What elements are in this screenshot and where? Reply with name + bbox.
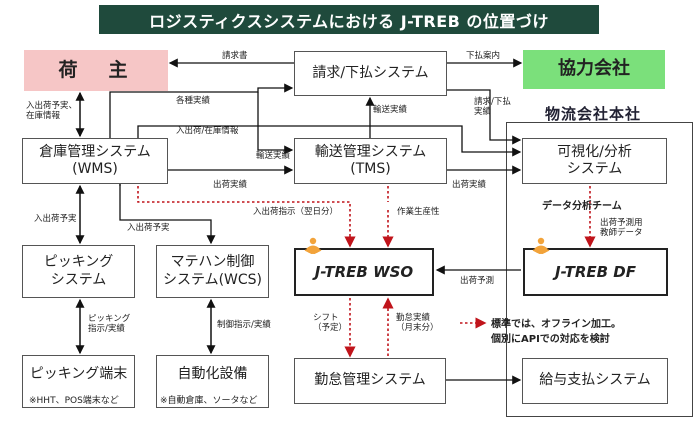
edge-label-ship-results-b: 出荷実績 [452,180,487,190]
edge-label-inout-stock: 入出荷/在庫情報 [176,126,239,136]
wso-box[interactable]: J-TREB WSO [294,248,434,296]
partner-label: 協力会社 [558,58,630,80]
edge-label-picking-instr: ピッキング 指示/実績 [88,314,131,335]
team-icon [304,237,322,254]
df-box[interactable]: J-TREB DF [523,248,668,296]
attendance-box[interactable]: 勤怠管理システム [294,358,446,404]
automation-label: 自動化設備 [177,366,248,382]
wms-box[interactable]: 倉庫管理システム (WMS) [22,138,168,184]
automation-note: ※自動倉庫、ソータなど [160,396,258,406]
shipper-label: 荷 主 [58,58,134,81]
shipper-box[interactable]: 荷 主 [24,50,168,91]
picking-system-label: ピッキング システム [43,254,114,288]
picking-terminal-note: ※HHT、POS端末など [29,396,119,406]
edge-label-productivity: 作業生産性 [397,207,440,217]
wcs-label: マテハン制御 システム(WCS) [162,254,262,288]
attendance-label: 勤怠管理システム [314,372,426,389]
wms-label: 倉庫管理システム (WMS) [39,143,151,178]
picking-terminal-box[interactable]: ピッキング端末 [22,355,135,408]
page-title: ロジスティクスシステムにおける J-TREB の位置づけ [99,5,599,34]
df-label: J-TREB DF [555,262,636,281]
edge-label-inout-plan-b: 入出荷予実 [127,223,170,233]
edge-label-attendance-results: 勤怠実績 （月末分） [396,313,439,334]
wcs-box[interactable]: マテハン制御 システム(WCS) [156,245,269,298]
wso-label: J-TREB WSO [314,262,414,281]
edge-label-ship-instruction: 入出荷指示（翌日分） [253,207,339,217]
edge-label-payment-notice: 下払案内 [466,51,501,61]
automation-box[interactable]: 自動化設備 [156,355,269,408]
edge-label-shift: シフト （予定） [313,313,348,334]
billing-system-label: 請求/下払システム [312,64,429,81]
edge-label-inout-plan-a: 入出荷予実 [34,214,77,224]
picking-system-box[interactable]: ピッキング システム [22,245,135,298]
edge-label-control-instr: 制御指示/実績 [217,320,271,330]
visualization-box[interactable]: 可視化/分析 システム [522,138,667,184]
billing-system-box[interactable]: 請求/下払システム [294,51,447,96]
data-team-note: データ分析チーム [542,201,622,212]
edge-label-billing-visual: 請求/下払 実績 [474,97,511,118]
edge-label-forecast-teacher: 出荷予測用 教師データ [600,218,643,239]
picking-terminal-label: ピッキング端末 [29,366,128,382]
tms-label: 輸送管理システム (TMS) [314,143,427,178]
tms-box[interactable]: 輸送管理システム (TMS) [294,138,447,184]
payroll-label: 給与支払システム [539,372,651,389]
visualization-label: 可視化/分析 システム [557,143,632,178]
edge-label-invoice: 請求書 [222,51,248,61]
edge-label-ship-results-a: 出荷実績 [213,180,248,190]
hq-label: 物流会社本社 [545,105,642,123]
offline-legend: 標準では、オフライン加工。 個別にAPIでの対応を検討 [491,319,621,345]
team-icon-df [532,237,550,254]
edge-label-ship-forecast: 出荷予測 [460,276,495,286]
edge-label-transport-results-b: 輸送実績 [256,151,291,161]
edge-label-various-results: 各種実績 [176,96,211,106]
edge-label-shipper-wms: 入出荷予実、 在庫情報 [26,101,78,122]
payroll-box[interactable]: 給与支払システム [522,358,668,404]
partner-box[interactable]: 協力会社 [523,50,665,89]
edge-label-transport-results-a: 輸送実績 [373,105,408,115]
